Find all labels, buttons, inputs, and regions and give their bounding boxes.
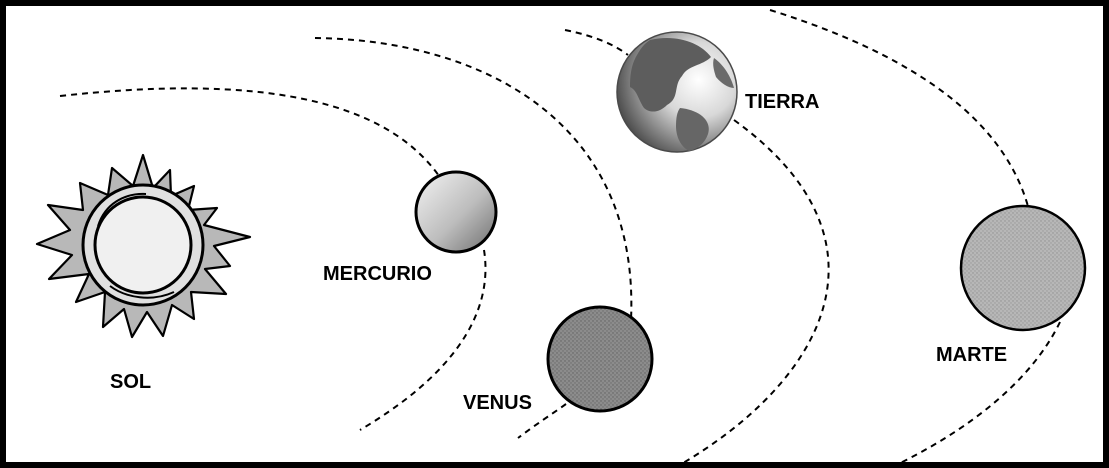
earth-label: TIERRA (745, 91, 819, 113)
earth-continent-south (676, 108, 709, 151)
venus-planet (546, 305, 654, 413)
mars-planet (959, 204, 1087, 332)
sun-icon (35, 153, 252, 339)
sun-highlight (97, 192, 147, 227)
earth-continent-east (713, 58, 734, 88)
mercury-planet (414, 170, 498, 254)
venus-orbit-lower (517, 403, 567, 439)
sun-core (93, 195, 193, 295)
mars-orbit-upper (769, 9, 1031, 215)
mercury-orbit-upper (59, 87, 446, 186)
mars-label: MARTE (936, 344, 1007, 366)
mercury-label: MERCURIO (323, 263, 432, 285)
mars-orbit-lower (889, 321, 1061, 468)
earth-continent-north (630, 37, 711, 112)
venus-label: VENUS (463, 392, 532, 414)
sun-shadow-line (109, 285, 175, 299)
venus-orbit-upper (314, 37, 633, 321)
sun-label: SOL (110, 371, 151, 393)
mercury-orbit-lower (359, 249, 487, 431)
earth-globe-icon (616, 31, 738, 153)
earth-orbit-lower (677, 119, 830, 467)
